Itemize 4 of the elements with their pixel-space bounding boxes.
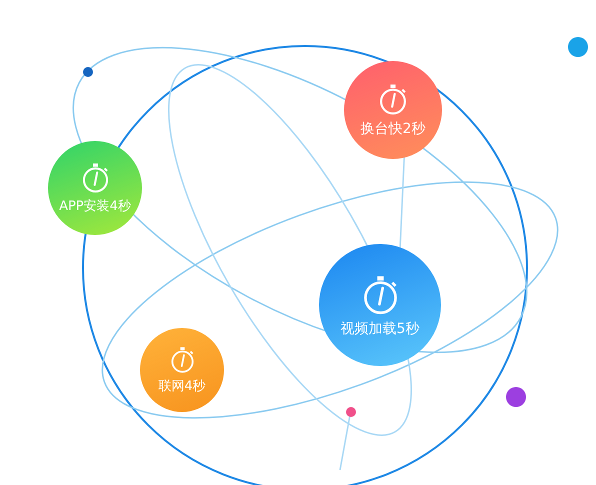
node-label: 联网4秒 — [158, 380, 206, 395]
node-label: 换台快2秒 — [360, 122, 426, 138]
node-label: 视频加载5秒 — [340, 322, 420, 338]
node-label: APP安装4秒 — [59, 200, 131, 215]
